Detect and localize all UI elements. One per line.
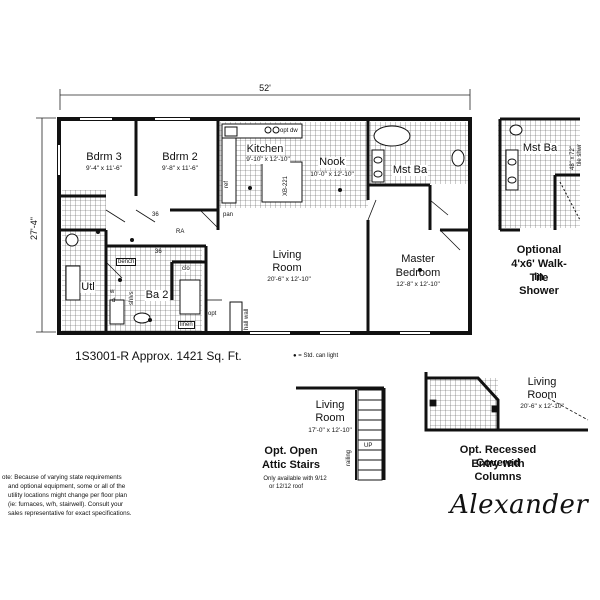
label-bench: bench — [116, 258, 137, 266]
label-shelves: shlvs — [129, 291, 135, 305]
room-master-size: 12'-8" x 12'-10" — [396, 281, 440, 288]
label-washer: w — [110, 289, 115, 295]
model-name: Alexander — [450, 490, 589, 520]
opt-shower-size: 48" x 72" — [570, 146, 576, 170]
label-36-b: 36 — [155, 249, 162, 255]
label-dryer: d — [112, 298, 116, 304]
room-utl-name: Utl — [80, 281, 96, 293]
disclaimer-line-2: and optional equipment, some or all of t… — [8, 483, 126, 490]
room-living-name-2: Room — [272, 262, 302, 274]
opt-entry-room-name-1: Living — [527, 376, 557, 388]
optional-entry-inset — [424, 372, 588, 432]
opt-stairs-room-name-1: Living — [315, 399, 345, 411]
optional-shower-inset — [498, 117, 580, 232]
label-ra: RA — [176, 229, 185, 235]
room-ba2-name: Ba 2 — [144, 289, 170, 301]
room-bdrm3-size: 9'-4" x 11'-6" — [86, 165, 122, 172]
room-bdrm2-size: 9'-8" x 11'-6" — [162, 165, 198, 172]
model-line: 1S3001-R Approx. 1421 Sq. Ft. — [75, 349, 242, 363]
room-master-name-2: Bedroom — [395, 267, 441, 279]
label-36-a: 36 — [152, 212, 159, 218]
disclaimer-line-1: ote: Because of varying state requiremen… — [2, 474, 122, 481]
master-bath-fixtures — [371, 125, 465, 183]
width-dimension-line — [59, 89, 471, 110]
interior-walls — [60, 121, 470, 332]
optional-shower-fixtures — [505, 124, 581, 221]
room-living-name-1: Living — [272, 249, 302, 261]
room-living-size: 20'-6" x 12'-10" — [267, 276, 311, 283]
can-light-legend: ● = Std. can light — [293, 353, 338, 359]
room-bdrm2-name: Bdrm 2 — [162, 151, 198, 163]
windows — [58, 118, 430, 334]
label-opt-dw: opt dw — [280, 128, 298, 134]
room-kitchen-size: 9'-10" x 12'-10" — [246, 156, 290, 164]
opt-shower-caption-3: Tile Shower — [519, 272, 559, 298]
label-clo: clo — [182, 266, 190, 272]
room-mst-ba-name: Mst Ba — [391, 164, 429, 176]
label-hall-wall: hall wall — [244, 308, 250, 330]
opt-stairs-room-name-2: Room — [315, 412, 345, 424]
legend-text: = Std. can light — [298, 353, 339, 359]
disclaimer-line-4: (ie: furnaces, w/h, stairwell). Consult … — [8, 501, 124, 508]
disclaimer-line-3: utility locations might change per floor… — [8, 492, 128, 499]
label-xb221: XB-221 — [283, 175, 289, 196]
overall-depth-label: 27'-4" — [29, 217, 39, 240]
opt-shower-room-name: Mst Ba — [521, 142, 559, 154]
kitchen-fixtures — [221, 123, 303, 204]
disclaimer-line-5: sales representative for exact specifica… — [8, 510, 132, 517]
hall-attic-stairs — [229, 301, 243, 333]
optional-stairs-inset — [296, 386, 386, 481]
overall-width-label: 52' — [259, 83, 271, 93]
room-master-name-1: Master — [401, 253, 435, 265]
room-kitchen-name: Kitchen — [245, 143, 285, 155]
label-pan: pan — [223, 212, 234, 218]
opt-stairs-caption-2: Attic Stairs — [261, 459, 321, 471]
opt-stairs-note-2: or 12/12 roof — [268, 484, 304, 490]
bath2-fixtures — [65, 233, 201, 325]
opt-stairs-room-size: 17'-0" x 12'-10" — [308, 427, 352, 434]
room-nook-size: 10'-0" x 12'-10" — [310, 171, 354, 179]
room-bdrm3-name: Bdrm 3 — [86, 151, 122, 163]
opt-stairs-up-label: UP — [364, 443, 373, 449]
label-opt: opt — [208, 311, 217, 317]
opt-stairs-note-1: Only available with 9/12 — [263, 476, 327, 482]
optional-entry-swing — [429, 397, 589, 421]
label-ref: ref — [224, 180, 230, 188]
opt-entry-room-name-2: Room — [527, 389, 557, 401]
opt-shower-caption-1: Optional — [516, 244, 562, 256]
opt-entry-room-size: 20'-6" x 12'-10" — [520, 403, 564, 410]
can-lights — [96, 186, 422, 322]
opt-entry-caption-2: Entry with Columns — [471, 458, 525, 484]
opt-shower-caption-2: 4'x6' Walk-In — [511, 258, 567, 284]
room-nook-name: Nook — [318, 156, 346, 168]
opt-stairs-railing-label: railing — [346, 449, 352, 466]
opt-stairs-caption-1: Opt. Open — [264, 445, 318, 457]
door-swings — [105, 199, 461, 301]
label-linen: linen — [178, 321, 195, 329]
opt-entry-caption-1: Opt. Recessed Covered — [459, 444, 537, 470]
depth-dimension-line — [36, 117, 56, 333]
legend-dot-icon: ● — [293, 353, 297, 359]
opt-shower-tile-label: tile shwr — [577, 143, 583, 166]
